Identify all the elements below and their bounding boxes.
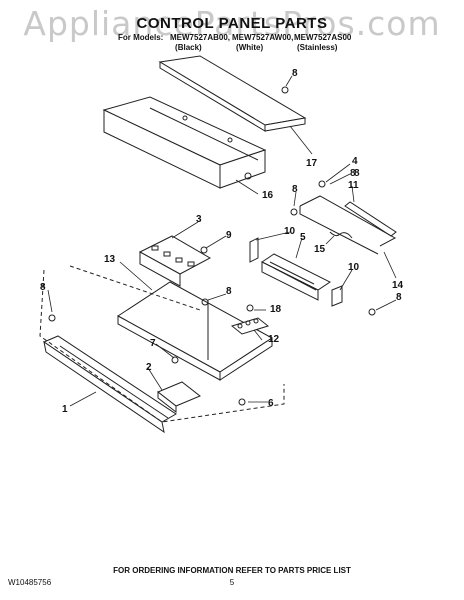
part-16-housing bbox=[102, 96, 267, 189]
part-10-bracket-right bbox=[331, 285, 343, 307]
part-15-wire-harness bbox=[329, 231, 353, 239]
callout-label: 7 bbox=[150, 338, 156, 349]
callout-label: 12 bbox=[268, 334, 280, 345]
part-5-cooling-fan bbox=[261, 253, 331, 301]
callout-label: 11 bbox=[348, 180, 359, 191]
callout-label: 17 bbox=[306, 158, 318, 169]
model-code-black: MEW7527AB00, bbox=[170, 33, 231, 42]
callout-label: 3 bbox=[196, 214, 202, 225]
callout-label: 8 bbox=[354, 168, 360, 179]
model-color-stainless: (Stainless) bbox=[297, 43, 338, 52]
callout-label: 10 bbox=[348, 262, 360, 273]
part-3-control-board bbox=[138, 235, 212, 287]
callout-label: 13 bbox=[104, 254, 116, 265]
callout-label: 1 bbox=[62, 404, 68, 415]
part-13-mounting-panel bbox=[117, 281, 273, 381]
callout-labels: 1 2 3 4 5 6 7 8 8 8 8 8 8 8 9 10 10 11 1… bbox=[40, 68, 404, 415]
callout-label: 2 bbox=[146, 362, 152, 373]
callout-label: 8 bbox=[40, 282, 46, 293]
model-color-black: (Black) bbox=[175, 43, 202, 52]
callout-label: 8 bbox=[292, 184, 298, 195]
part-11-trim-strip bbox=[344, 201, 397, 237]
document-number: W10485756 bbox=[8, 578, 52, 587]
part-1-control-panel-trim bbox=[42, 335, 177, 434]
callout-label: 4 bbox=[352, 156, 358, 167]
callout-label: 10 bbox=[284, 226, 296, 237]
page-number: 5 bbox=[229, 578, 235, 587]
screw-icons bbox=[48, 86, 376, 406]
leader-lines bbox=[47, 75, 397, 407]
callout-label: 16 bbox=[262, 190, 274, 201]
model-list: For Models: MEW7527AB00, MEW7527AW00, ME… bbox=[118, 33, 358, 53]
part-14-bracket bbox=[299, 195, 397, 255]
page-title: CONTROL PANEL PARTS bbox=[136, 15, 328, 32]
callout-label: 8 bbox=[350, 168, 356, 179]
callout-label: 8 bbox=[396, 292, 402, 303]
model-code-white: MEW7527AW00, bbox=[232, 33, 294, 42]
part-10-bracket-left bbox=[249, 237, 259, 263]
part-12-terminal-block bbox=[230, 317, 270, 335]
callout-label: 5 bbox=[300, 232, 306, 243]
callout-label: 6 bbox=[268, 398, 274, 409]
callout-label: 18 bbox=[270, 304, 282, 315]
ordering-instruction: FOR ORDERING INFORMATION REFER TO PARTS … bbox=[113, 566, 351, 575]
callout-label: 8 bbox=[292, 68, 298, 79]
model-code-stainless: MEW7527AS00 bbox=[294, 33, 352, 42]
models-prefix: For Models: bbox=[118, 33, 164, 42]
watermark: AppliancePartsPros.com bbox=[23, 4, 441, 43]
part-17-top-cover bbox=[158, 55, 307, 132]
part-2-keypad-assembly bbox=[157, 381, 201, 414]
callout-label: 15 bbox=[314, 244, 326, 255]
callout-label: 9 bbox=[226, 230, 232, 241]
callout-label: 14 bbox=[392, 280, 404, 291]
callout-label: 8 bbox=[226, 286, 232, 297]
model-color-white: (White) bbox=[236, 43, 264, 52]
